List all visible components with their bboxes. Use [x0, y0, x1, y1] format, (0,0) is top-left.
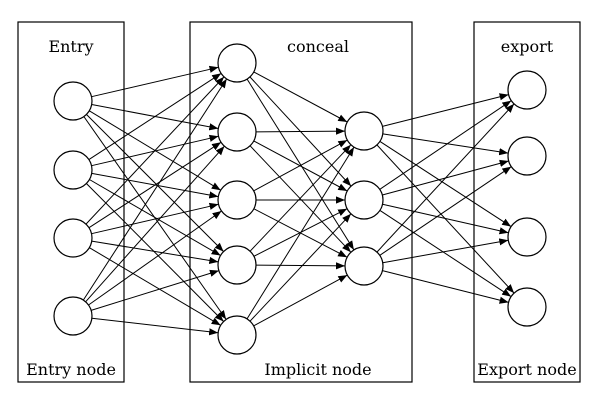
- input-node-3: [53, 218, 93, 258]
- connection-input-1-to-hidden1-4: [86, 114, 224, 252]
- entry-footer: Entry node: [26, 360, 116, 379]
- connection-hidden1-3-to-hidden2-1: [253, 139, 348, 192]
- connection-input-4-to-hidden1-3: [88, 210, 222, 306]
- export-footer: Export node: [477, 360, 576, 379]
- nodes-group: [53, 43, 547, 355]
- hidden-section-box: [189, 21, 413, 383]
- connection-input-4-to-hidden1-1: [82, 78, 228, 301]
- connection-input-3-to-hidden1-3: [91, 202, 219, 235]
- hidden1-node-1: [217, 43, 257, 83]
- connection-input-1-to-hidden1-1: [91, 65, 219, 98]
- connection-hidden1-1-to-hidden2-1: [253, 71, 348, 123]
- output-node-1: [507, 70, 547, 110]
- connection-input-3-to-hidden1-2: [88, 141, 222, 229]
- connection-input-4-to-hidden1-2: [85, 145, 225, 303]
- hidden-footer: Implicit node: [264, 360, 371, 379]
- connection-hidden2-1-to-output-3: [379, 140, 512, 228]
- connection-hidden2-1-to-output-2: [382, 133, 509, 156]
- input-node-1: [53, 81, 93, 121]
- connection-hidden2-2-to-output-4: [379, 209, 512, 298]
- input-node-4: [53, 296, 93, 336]
- hidden2-node-3: [344, 246, 384, 286]
- connection-hidden2-2-to-output-3: [382, 203, 509, 235]
- connection-input-2-to-hidden1-1: [88, 72, 222, 161]
- connection-hidden1-5-to-hidden2-2: [249, 213, 352, 322]
- connection-hidden1-1-to-hidden2-3: [246, 78, 355, 251]
- output-node-2: [507, 136, 547, 176]
- connection-hidden1-5-to-hidden2-1: [246, 146, 355, 320]
- entry-title: Entry: [48, 37, 93, 56]
- hidden1-node-5: [217, 315, 257, 355]
- hidden2-node-1: [344, 111, 384, 151]
- connection-input-3-to-hidden1-4: [91, 240, 219, 264]
- connection-input-2-to-hidden1-4: [89, 179, 221, 256]
- connection-hidden1-5-to-hidden2-3: [253, 274, 348, 327]
- connection-hidden1-2-to-hidden2-1: [255, 127, 346, 135]
- connection-hidden2-3-to-output-2: [379, 166, 512, 256]
- export-title: export: [501, 37, 554, 56]
- connection-input-4-to-hidden1-5: [91, 317, 219, 336]
- hidden1-node-2: [217, 112, 257, 152]
- hidden1-node-3: [217, 180, 257, 220]
- output-node-3: [507, 217, 547, 257]
- connections-group: [82, 65, 515, 336]
- connection-hidden1-2-to-hidden2-3: [249, 145, 352, 253]
- connection-hidden2-3-to-output-3: [382, 238, 509, 264]
- connection-input-3-to-hidden1-5: [89, 247, 221, 326]
- connection-input-3-to-hidden1-1: [85, 76, 225, 225]
- connection-hidden2-3-to-output-4: [382, 270, 509, 304]
- connection-hidden2-2-to-output-1: [379, 100, 512, 190]
- entry-section-box: [17, 21, 125, 383]
- connection-hidden1-4-to-hidden2-3: [255, 262, 346, 270]
- hidden-title: conceal: [287, 37, 349, 56]
- connection-hidden2-3-to-output-1: [376, 103, 515, 253]
- connection-hidden2-1-to-output-1: [382, 93, 509, 127]
- connection-input-2-to-hidden1-5: [86, 183, 224, 322]
- hidden2-node-2: [344, 180, 384, 220]
- connection-hidden1-4-to-hidden2-1: [249, 144, 352, 252]
- hidden1-node-4: [217, 245, 257, 285]
- connection-input-4-to-hidden1-4: [90, 269, 220, 311]
- input-node-2: [53, 150, 93, 190]
- output-node-4: [507, 287, 547, 327]
